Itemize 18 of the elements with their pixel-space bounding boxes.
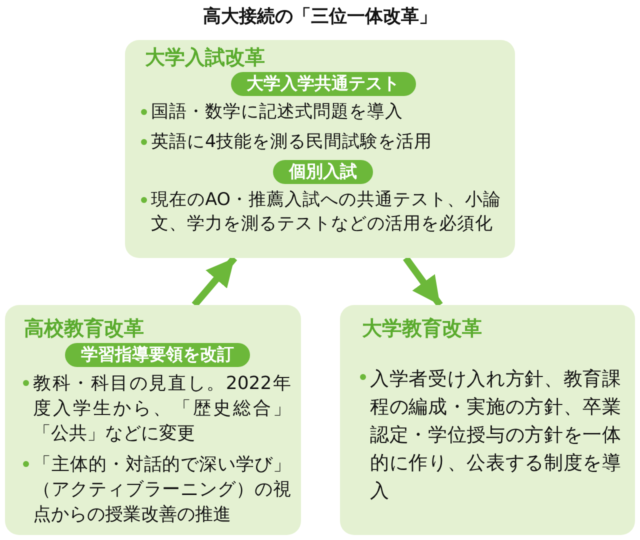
bullet-text: 英語に4技能を測る民間試験を活用	[151, 131, 434, 154]
card-box	[5, 305, 301, 535]
bullet-text: 教科・科目の見直し。2022年度入学生から、「歴史総合」「公共」などに変更	[33, 372, 291, 446]
pill-label: 個別入試	[273, 160, 373, 184]
bullet-text: 現在のAO・推薦入試への共通テスト、小論文、学力を測るテストなどの活用を必須化	[151, 189, 501, 236]
heading: 高校教育改革	[24, 315, 144, 341]
pill-label: 大学入学共通テスト	[230, 72, 416, 96]
card-box	[125, 40, 515, 258]
bullet-text: 国語・数学に記述式問題を導入	[151, 101, 404, 124]
heading: 大学教育改革	[362, 315, 482, 341]
heading: 大学入試改革	[145, 44, 265, 70]
arrow	[402, 256, 443, 308]
pill-label: 学習指導要領を改訂	[65, 343, 250, 367]
title: 高大接続の「三位一体改革」	[203, 6, 437, 27]
arrow	[192, 256, 238, 308]
card-box	[340, 305, 635, 535]
bullet-text: 「主体的・対話的で深い学び」（アクティブラーニング）の視点からの授業改善の推進	[33, 453, 291, 527]
bullet-text: 入学者受け入れ方針、教育課程の編成・実施の方針、卒業認定・学位授与の方針を一体的に作り、公表する制度を導入	[370, 367, 621, 504]
